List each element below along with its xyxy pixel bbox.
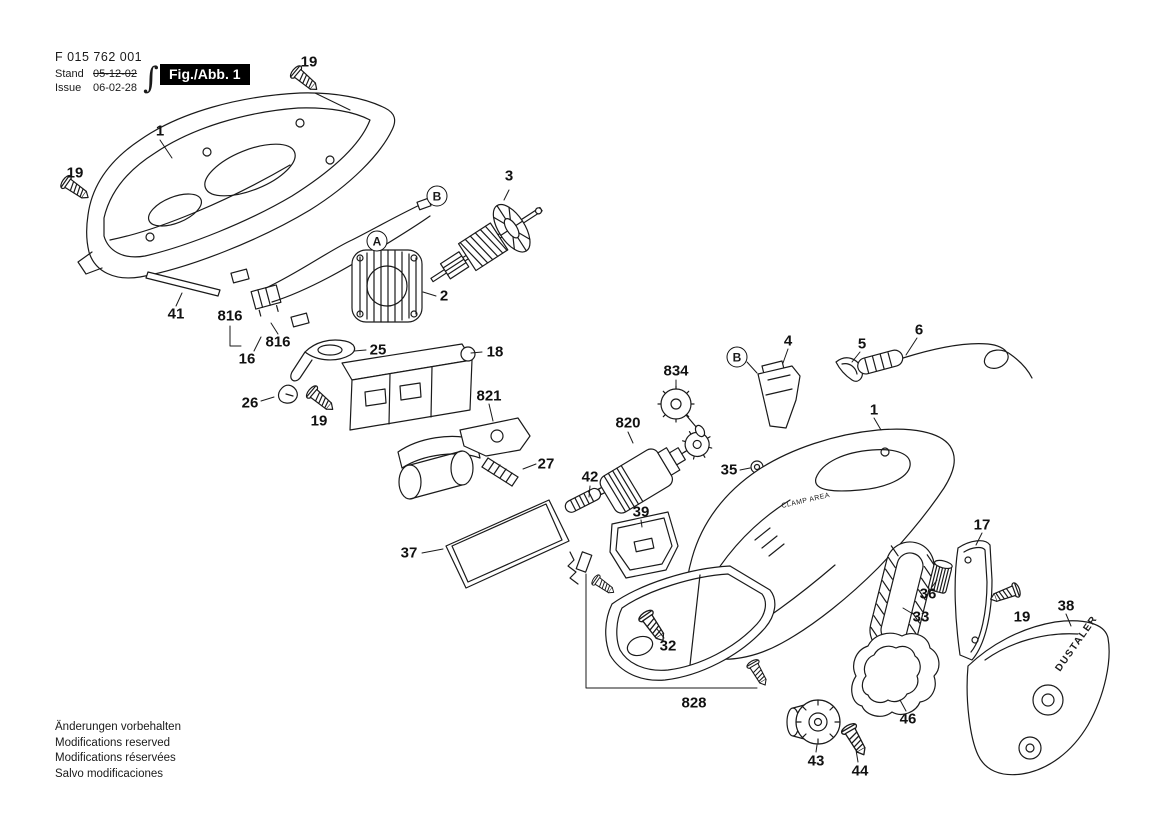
screw-44 — [839, 720, 872, 760]
field-stator-2 — [351, 249, 423, 323]
callout-B: B — [426, 185, 448, 207]
revision-brace-mark: ∫ — [143, 61, 159, 96]
armature-3 — [430, 203, 543, 283]
tensioner-parts — [567, 551, 593, 585]
part-label-820: 820 — [615, 414, 641, 432]
strip-41 — [145, 271, 221, 297]
stand-label: Stand — [55, 68, 84, 80]
side-cover-38 — [966, 620, 1110, 776]
frame-18 — [341, 343, 476, 431]
part-label-816: 816 — [265, 333, 291, 351]
footer-line: Salvo modificaciones — [55, 767, 164, 780]
clip-26 — [277, 384, 298, 404]
figure-label-box: Fig./Abb. 1 — [160, 64, 250, 85]
part-label-828: 828 — [681, 694, 707, 712]
footer-line: Änderungen vorbehalten — [55, 721, 181, 733]
spring-27 — [481, 457, 519, 487]
roller-cover-group — [397, 435, 481, 500]
leader-lines — [159, 92, 1072, 763]
part-label-19: 19 — [1013, 608, 1031, 626]
part-label-2: 2 — [439, 287, 449, 305]
tray-39 — [609, 511, 679, 579]
part-label-33: 33 — [912, 608, 930, 626]
footer-line: Modifications reserved — [55, 736, 171, 749]
document-number: F 015 762 001 — [55, 50, 143, 64]
part-label-26: 26 — [241, 394, 259, 412]
part-label-36: 36 — [919, 585, 937, 603]
part-label-6: 6 — [914, 321, 924, 339]
belt-33 — [869, 541, 935, 655]
pulley-36 — [927, 559, 953, 594]
gasket-46 — [851, 632, 940, 717]
screw-19-right — [987, 581, 1023, 607]
part-label-37: 37 — [400, 544, 418, 562]
lever-25 — [290, 339, 356, 382]
part-label-25: 25 — [369, 341, 387, 359]
callout-B: B — [726, 346, 748, 368]
stand-date: 05-12-02 — [93, 68, 138, 80]
part-label-19: 19 — [310, 412, 328, 430]
terminal-parts-816-16 — [230, 268, 310, 328]
switch-4 — [757, 360, 801, 429]
part-label-4: 4 — [783, 332, 793, 350]
top-housing-shell — [77, 92, 396, 279]
part-label-1: 1 — [155, 122, 165, 140]
part-label-41: 41 — [167, 305, 185, 323]
part-label-19: 19 — [300, 53, 318, 71]
title-block: F 015 762 001 Stand 05-12-02 Issue 06-02… — [55, 50, 159, 95]
part-label-38: 38 — [1057, 597, 1075, 615]
part-label-5: 5 — [857, 335, 867, 353]
side-plate-17 — [954, 540, 993, 661]
part-label-27: 27 — [537, 455, 555, 473]
screw-base-right — [745, 657, 772, 689]
part-label-17: 17 — [973, 516, 991, 534]
part-label-1: 1 — [869, 401, 879, 419]
part-label-44: 44 — [851, 762, 869, 780]
part-label-18: 18 — [486, 343, 504, 361]
screw-base-left — [589, 572, 618, 598]
sanding-sheet-37 — [445, 499, 570, 589]
lever-5 — [835, 357, 863, 382]
roller-43 — [786, 699, 841, 745]
part-label-3: 3 — [504, 167, 514, 185]
gear-834 — [657, 385, 706, 438]
part-label-32: 32 — [659, 637, 677, 655]
part-label-821: 821 — [476, 387, 502, 405]
bracket-821 — [459, 417, 531, 457]
issue-label: Issue — [55, 82, 82, 94]
part-label-43: 43 — [807, 752, 825, 770]
part-label-46: 46 — [899, 710, 917, 728]
screw-19-mid — [303, 383, 339, 416]
part-label-39: 39 — [632, 503, 650, 521]
part-label-19: 19 — [66, 164, 84, 182]
callout-A: A — [366, 230, 388, 252]
part-label-35: 35 — [720, 461, 738, 479]
part-label-42: 42 — [581, 468, 599, 486]
pin-42 — [564, 484, 609, 513]
power-cord-6 — [857, 343, 1033, 379]
part-label-16: 16 — [238, 350, 256, 368]
part-label-834: 834 — [663, 362, 689, 380]
footer-line: Modifications réservées — [55, 752, 176, 764]
issue-date: 06-02-28 — [93, 82, 138, 94]
part-label-816: 816 — [217, 307, 243, 325]
base-assembly-828 — [605, 565, 776, 681]
